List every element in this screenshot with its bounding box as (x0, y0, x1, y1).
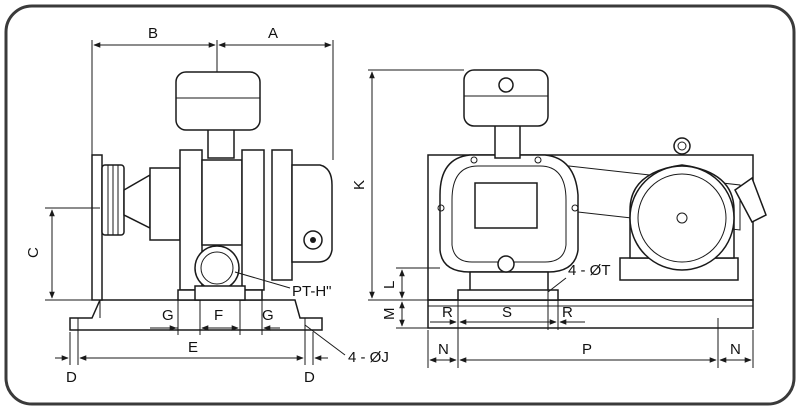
label-a: A (268, 25, 278, 42)
label-g-right: G (262, 307, 274, 324)
label-n-right: N (730, 341, 741, 358)
label-c: C (25, 247, 42, 258)
label-r-left: R (442, 304, 453, 321)
label-l: L (381, 281, 398, 289)
end-view-dimensions (45, 42, 346, 365)
label-e: E (188, 339, 198, 356)
label-s: S (502, 304, 512, 321)
label-p: P (582, 341, 592, 358)
end-view (69, 40, 334, 331)
label-b: B (148, 25, 158, 42)
label-m: M (381, 308, 398, 321)
label-f: F (214, 307, 223, 324)
label-k: K (351, 180, 368, 190)
side-view (427, 69, 767, 329)
label-holes-t: 4 - ØT (568, 262, 611, 279)
side-view-labels: K L M 4 - ØT R S R N P N (351, 180, 741, 358)
label-d-left: D (66, 369, 77, 386)
label-pipe: PT-H" (292, 283, 332, 300)
label-r-right: R (562, 304, 573, 321)
label-n-left: N (438, 341, 449, 358)
end-view-labels: B A C PT-H" G F G E 4 - ØJ D D (25, 25, 389, 386)
label-d-right: D (304, 369, 315, 386)
label-g-left: G (162, 307, 174, 324)
side-view-dimensions (368, 69, 754, 368)
label-holes-j: 4 - ØJ (348, 349, 389, 366)
